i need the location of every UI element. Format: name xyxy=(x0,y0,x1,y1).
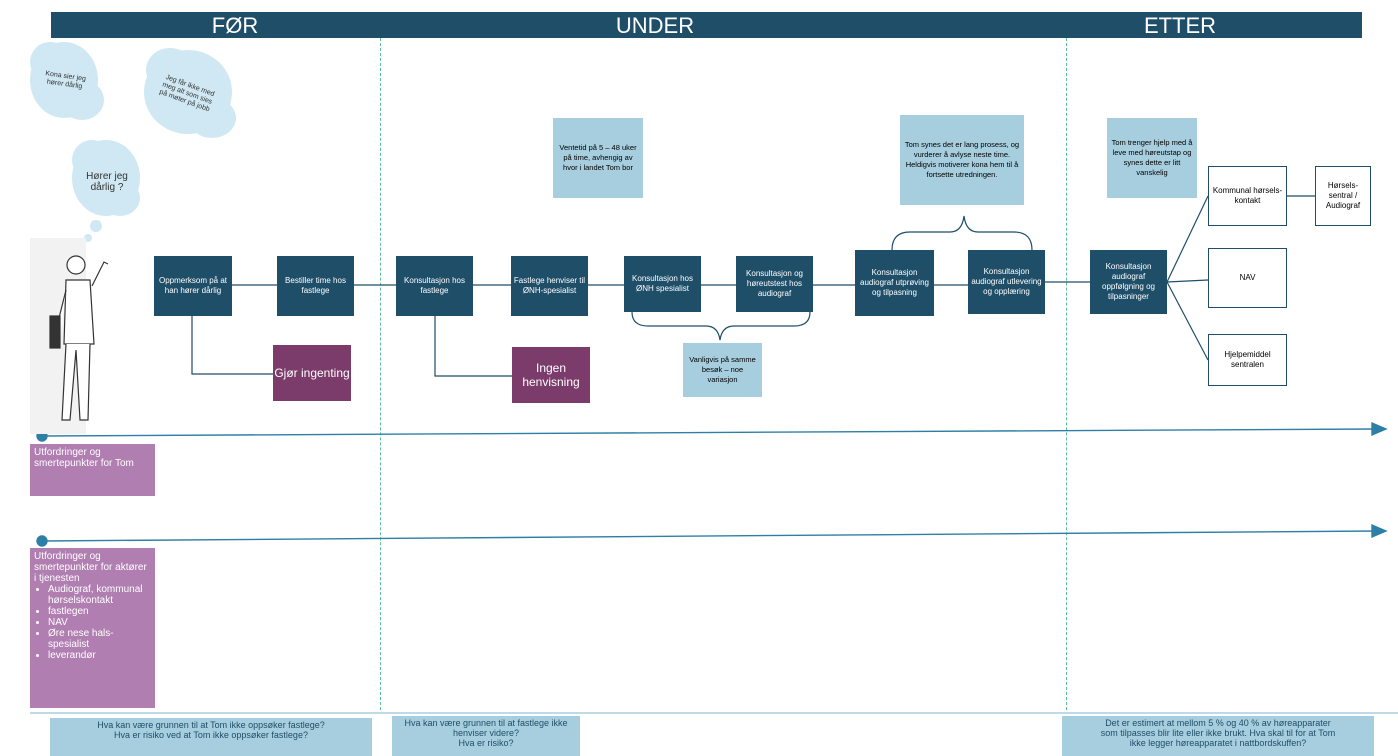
question-during-line2: Hva er risiko? xyxy=(458,738,514,748)
support-nav: NAV xyxy=(1208,248,1287,308)
step-gp-consultation: Konsultasjon hos fastlege xyxy=(396,256,473,316)
question-after-line1: Det er estimert at mellom 5 % og 40 % av… xyxy=(1105,718,1331,728)
actors-list: Audiograf, kommunal hørselskontakt fastl… xyxy=(34,584,151,661)
person-illustration xyxy=(30,238,109,434)
question-before: Hva kan være grunnen til at Tom ikke opp… xyxy=(50,718,372,756)
question-during-line1: Hva kan være grunnen til at fastlege ikk… xyxy=(404,718,568,738)
question-before-line1: Hva kan være grunnen til at Tom ikke opp… xyxy=(97,720,325,730)
step-audiograph-test: Konsultasjon og høreutstest hos audiogra… xyxy=(736,256,813,312)
note-needs-help: Tom trenger hjelp med å leve med høreuts… xyxy=(1107,118,1197,198)
question-after-line3: ikke legger høreapparatet i nattbordskuf… xyxy=(1129,738,1307,748)
step-gp-referral: Fastlege henviser til ØNH-spesialist xyxy=(511,256,588,316)
question-after: Det er estimert at mellom 5 % og 40 % av… xyxy=(1062,716,1374,756)
phase-after: ETTER xyxy=(1143,13,1217,38)
note-waiting-time: Ventetid på 5 – 48 uker på time, avhengi… xyxy=(553,118,643,198)
step-book-appointment: Bestiller time hos fastlege xyxy=(277,256,354,316)
step-aware: Oppmerksom på at han hører dårlig xyxy=(154,256,232,316)
actor-item: leverandør xyxy=(48,650,151,661)
step-delivery: Konsultasjon audiograf utlevering og opp… xyxy=(968,250,1045,314)
lane-actors-title: Utfordringer og smertepunkter for aktøre… xyxy=(34,551,147,584)
support-hearing-center: Hørsels-sentral / Audiograf xyxy=(1315,166,1371,226)
actor-item: fastlegen xyxy=(48,606,151,617)
lane-tom: Utfordringer og smertepunkter for Tom xyxy=(30,444,155,496)
actor-item: Audiograf, kommunal hørselskontakt xyxy=(48,584,151,606)
phase-before: FØR xyxy=(211,13,259,38)
outcome-does-nothing: Gjør ingenting xyxy=(273,345,351,401)
question-after-line2: som tilpasses blir lite eller ikke brukt… xyxy=(1100,728,1336,738)
thought-cloud-hearing: Hører jeg dårlig ? xyxy=(86,171,128,193)
support-aid-center: Hjelpemiddel sentralen xyxy=(1208,334,1287,386)
phase-header-bar xyxy=(51,12,1362,38)
support-municipal-contact: Kommunal hørsels-kontakt xyxy=(1208,166,1287,226)
step-fitting: Konsultasjon audiograf utprøving og tilp… xyxy=(855,250,934,316)
note-long-process: Tom synes det er lang prosess, og vurder… xyxy=(900,115,1024,205)
lane-actors: Utfordringer og smertepunkter for aktøre… xyxy=(30,548,155,708)
actor-item: NAV xyxy=(48,617,151,628)
actor-item: Øre nese hals-spesialist xyxy=(48,628,151,650)
outcome-no-referral: Ingen henvisning xyxy=(512,347,590,403)
divider-before-during xyxy=(380,38,381,710)
thought-cloud-wife: Kona sier jeg hører dårlig xyxy=(44,70,87,91)
phase-during: UNDER xyxy=(615,13,695,38)
step-followup: Konsultasjon audiograf oppfølgning og ti… xyxy=(1090,250,1167,314)
divider-during-after xyxy=(1066,38,1067,710)
step-ent-consultation: Konsultasjon hos ØNH spesialist xyxy=(624,256,701,312)
question-before-line2: Hva er risiko ved at Tom ikke oppsøker f… xyxy=(114,730,308,740)
note-same-visit: Vanligvis på samme besøk – noe variasjon xyxy=(683,343,762,397)
question-during: Hva kan være grunnen til at fastlege ikk… xyxy=(392,716,580,756)
